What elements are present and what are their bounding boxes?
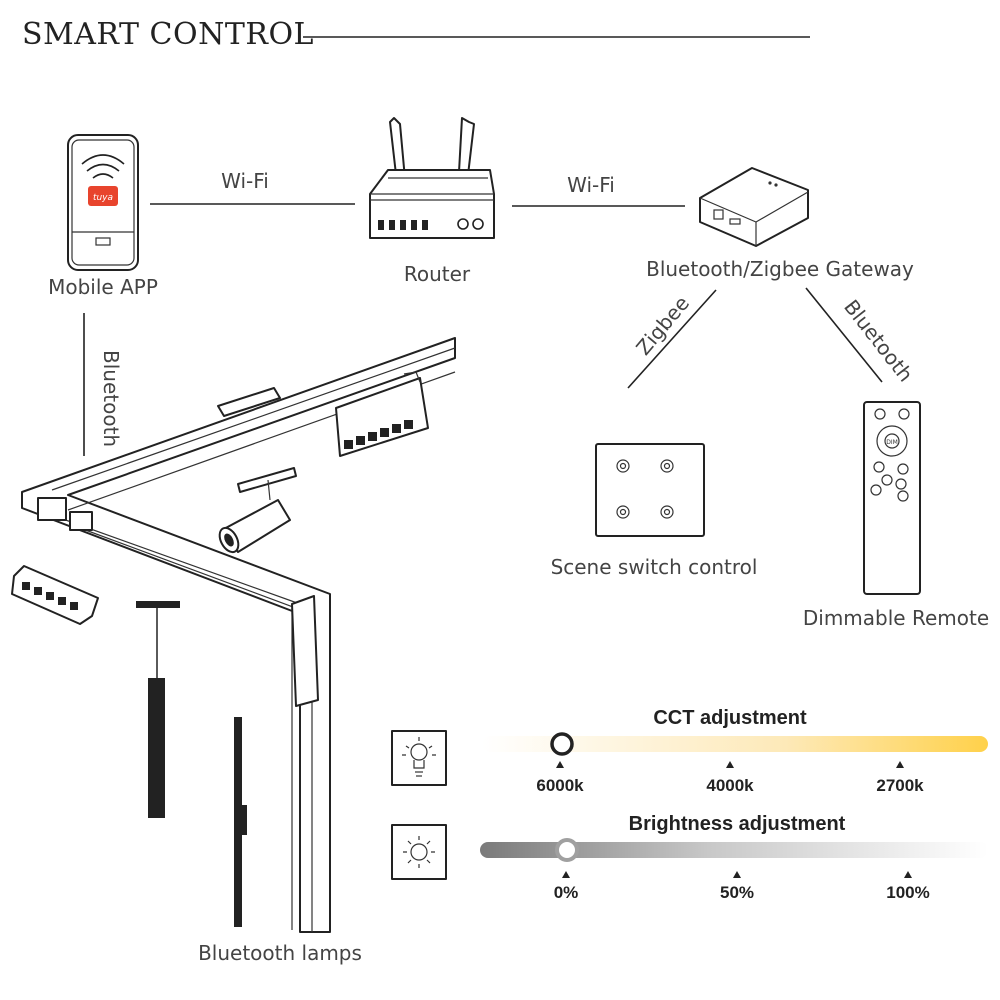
- brightness-tick-1: 0%: [554, 883, 579, 902]
- link-gateway-switch: [627, 289, 717, 389]
- scene-switch-label: Scene switch control: [551, 555, 758, 579]
- lamps-label: Bluetooth lamps: [198, 941, 362, 965]
- brightness-icon-box: [391, 824, 447, 880]
- brightness-slider-handle[interactable]: [555, 838, 579, 862]
- link-gateway-remote-label: Bluetooth: [839, 295, 918, 386]
- scene-switch-device: [595, 443, 705, 537]
- link-gateway-remote: [805, 287, 883, 383]
- cct-tick-marker-3: [896, 761, 904, 768]
- vertical-linear-lamp: [234, 717, 247, 927]
- remote-device: DIM: [863, 401, 921, 595]
- pendant-lamp: [136, 601, 180, 818]
- switch-button-1: [616, 459, 630, 473]
- cct-slider-handle[interactable]: [550, 732, 574, 756]
- tuya-logo-text: tuya: [93, 193, 113, 203]
- linear-spot-lamp: [335, 371, 429, 457]
- spot-cylinder-lamp: [218, 467, 297, 554]
- mobile-app-label: Mobile APP: [48, 275, 158, 299]
- linear-module-lamp: [11, 565, 99, 625]
- brightness-tick-marker-1: [562, 871, 570, 878]
- link-router-gateway-label: Wi-Fi: [567, 173, 615, 197]
- brightness-slider-track[interactable]: [480, 842, 988, 858]
- sun-icon: [403, 836, 435, 868]
- remote-dim-key: DIM: [886, 439, 898, 446]
- router-device: [369, 117, 495, 239]
- track-system: [21, 337, 456, 933]
- cct-tick-1: 6000k: [536, 776, 584, 795]
- router-label: Router: [404, 262, 471, 286]
- brightness-tick-marker-3: [904, 871, 912, 878]
- cct-tick-marker-2: [726, 761, 734, 768]
- wifi-icon: [81, 154, 125, 179]
- cct-tick-3: 2700k: [876, 776, 924, 795]
- bulb-icon: [402, 737, 436, 777]
- brightness-tick-marker-2: [733, 871, 741, 878]
- gateway-label: Bluetooth/Zigbee Gateway: [646, 257, 914, 281]
- cct-tick-marker-1: [556, 761, 564, 768]
- brightness-tick-3: 100%: [886, 883, 929, 902]
- switch-button-3: [616, 505, 630, 519]
- cct-icon-box: [391, 730, 447, 786]
- switch-button-2: [660, 459, 674, 473]
- cct-title: CCT adjustment: [653, 707, 807, 729]
- link-app-router-label: Wi-Fi: [221, 169, 269, 193]
- page-title: SMART CONTROL: [22, 17, 314, 52]
- switch-button-4: [660, 505, 674, 519]
- link-app-lamps-label: Bluetooth: [99, 350, 123, 447]
- tuya-logo-icon: [88, 186, 118, 206]
- brightness-title: Brightness adjustment: [629, 813, 846, 835]
- mobile-app-device: tuya: [67, 134, 139, 271]
- cct-tick-2: 4000k: [706, 776, 754, 795]
- remote-label: Dimmable Remote: [803, 606, 989, 630]
- gateway-device: [699, 167, 809, 247]
- brightness-tick-2: 50%: [720, 883, 754, 902]
- cct-slider-track[interactable]: [482, 736, 988, 752]
